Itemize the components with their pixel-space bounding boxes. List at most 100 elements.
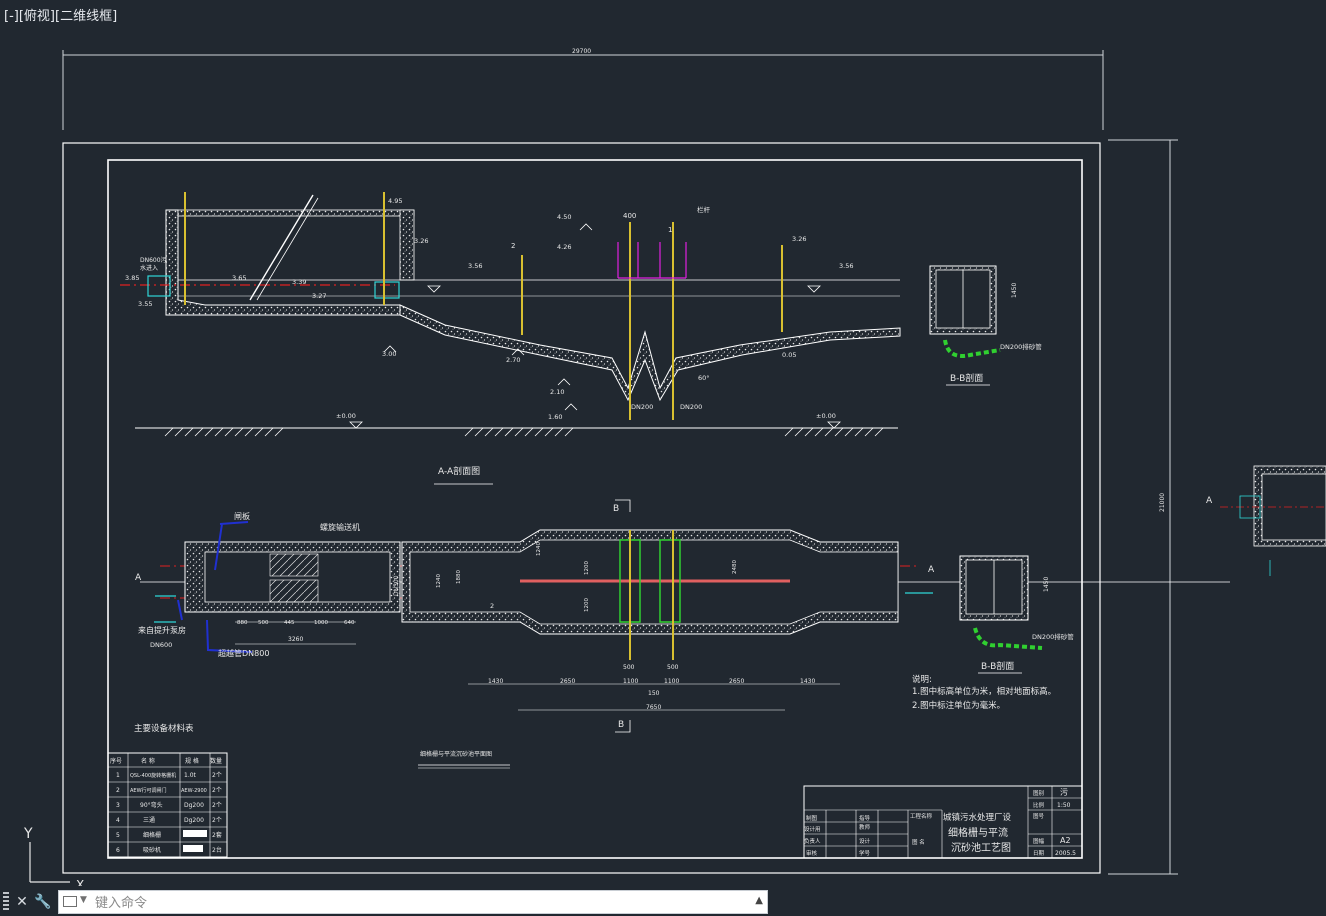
tb-sheet-val: A2	[1060, 836, 1071, 845]
tb-lbl-type: 图别	[1033, 789, 1044, 797]
visual-style[interactable]: [二维线框]	[55, 9, 118, 24]
viewport-menu[interactable]: [-]	[4, 9, 19, 24]
bb-lower-title: B-B剖面	[981, 660, 1014, 672]
view-cube-top[interactable]: [俯视]	[18, 9, 55, 24]
section-bb-lower[interactable]: DN200排砂管 1450 B-B剖面	[959, 555, 1074, 674]
label-dn300: DN300	[393, 575, 400, 596]
notes-heading: 说明:	[912, 674, 932, 685]
tb-lbl-scale: 比例	[1033, 801, 1045, 809]
sheet-border-inner	[107, 159, 1083, 859]
td-r1-spec: 1.0t	[184, 772, 197, 779]
tb-lbl-num: 学号	[859, 849, 871, 857]
command-line-bar[interactable]: ✕ 🔧 ▼ ▲	[0, 888, 1326, 916]
tb-drawing-title-1: 细格栅与平流	[948, 826, 1008, 839]
pipe-dn200-a: DN200	[631, 403, 653, 411]
overall-width-dim: 29700	[572, 48, 591, 55]
elevation-aa[interactable]: 3.85 3.55 3.65 3.39 3.27 4.95 3.26 3.56 …	[120, 192, 901, 485]
inlet-chamber-wall	[165, 209, 401, 316]
cad-drawing-canvas[interactable]: 29700 2 1000	[0, 0, 1326, 886]
dim-7650: 7650	[646, 704, 661, 711]
command-line-grip[interactable]	[3, 892, 9, 912]
post-label: 栏杆	[697, 205, 711, 214]
dim-1200-b: 1200	[584, 598, 590, 612]
equipment-table[interactable]: 主要设备材料表 序号 名 称 规 格 数量 1 QSL-400旋转格栅机 1.0…	[107, 723, 228, 858]
adjacent-section-mark: A	[1206, 496, 1213, 506]
right-wall	[399, 209, 415, 281]
level-4-50: 4.50	[557, 213, 571, 221]
ground-level-left: ±0.00	[336, 412, 356, 420]
overall-dimensions	[62, 50, 1178, 875]
td-r2-qty: 2个	[212, 787, 222, 794]
tb-lbl-review: 审核	[806, 849, 818, 857]
tb-drawing-title-2: 沉砂池工艺图	[951, 841, 1011, 854]
viewport-controls[interactable]: [-][俯视][二维线框]	[4, 5, 117, 24]
dim-880: 880	[237, 620, 248, 626]
command-input[interactable]	[93, 893, 737, 913]
slope-angle: 60°	[698, 374, 710, 382]
command-prompt-icon[interactable]	[63, 896, 77, 907]
equipment-table-title: 主要设备材料表	[134, 723, 194, 734]
dim-1240-a: 1240	[436, 574, 442, 588]
pipe-dn200-b: DN200	[680, 403, 702, 411]
tb-lbl-sheet: 图幅	[1033, 837, 1045, 845]
tb-scale-val: 1:50	[1057, 802, 1071, 809]
dim-1240-b: 1240	[536, 542, 542, 556]
td-r3-name: 90°弯头	[140, 801, 163, 809]
ucs-x-label: X	[76, 878, 84, 886]
td-r3-spec: Dg200	[184, 802, 204, 809]
section-mark-a-left: A	[135, 573, 142, 583]
inlet-label-1: DN600污	[140, 256, 167, 264]
dim-1430-left: 1430	[488, 678, 503, 685]
command-history-button[interactable]: ▲	[755, 895, 763, 906]
th-qty: 数量	[210, 757, 222, 765]
level-3-26a: 3.26	[414, 237, 428, 245]
td-r6-qty: 2台	[212, 846, 222, 854]
dim-400: 400	[623, 212, 636, 220]
dim-640: 640	[344, 620, 355, 626]
section-mark-b-top: B	[613, 504, 619, 514]
tb-lbl-designer: 设计用	[804, 825, 821, 833]
close-command-line-button[interactable]: ✕	[16, 894, 28, 910]
dim-1000: 1000	[314, 620, 328, 626]
dim-1100-right: 1100	[664, 678, 679, 685]
td-r4-no: 4	[116, 817, 120, 824]
marker-2: 2	[511, 242, 515, 250]
dim-150: 150	[648, 690, 660, 697]
notes-line-1: 1.图中标高单位为米，相对地面标高。	[912, 686, 1056, 697]
tb-lbl-draw: 制图	[806, 814, 818, 822]
label-conveyor: 螺旋输送机	[320, 522, 360, 532]
label-dn600: DN600	[150, 641, 172, 649]
level-2-70: 2.70	[506, 356, 520, 364]
td-r6-no: 6	[116, 847, 120, 854]
dim-2480: 2480	[732, 560, 738, 574]
marker-1: 1	[668, 226, 672, 234]
title-block[interactable]: 制图 设计用 负责人 审核 指导 教师 设计 学号 工程名称 图 名 城镇污水处…	[803, 785, 1083, 859]
section-bb-upper[interactable]: DN200排砂管 1450 B-B剖面	[929, 265, 1042, 386]
tb-lbl-proj: 工程名称	[910, 812, 933, 820]
chevron-down-icon[interactable]: ▼	[80, 895, 87, 905]
level-markers	[383, 223, 821, 411]
level-3-27: 3.27	[312, 292, 326, 300]
tb-lbl-teacher: 教师	[859, 823, 871, 831]
bb-lower-dim: 1450	[1043, 577, 1050, 592]
grit-channel-floor	[399, 304, 901, 402]
level-3-85: 3.85	[125, 274, 139, 282]
section-mark-a-right: A	[928, 565, 935, 575]
command-input-box[interactable]: ▼ ▲	[58, 890, 768, 914]
customize-icon[interactable]: 🔧	[34, 894, 52, 910]
td-r1-name: QSL-400旋转格栅机	[130, 772, 176, 779]
th-spec: 规 格	[185, 757, 199, 765]
level-3-00: 3.00	[382, 350, 396, 358]
level-4-95: 4.95	[388, 197, 402, 205]
td-r2-no: 2	[116, 787, 120, 794]
level-4-26: 4.26	[557, 243, 571, 251]
td-r5-name: 细格栅	[143, 831, 161, 839]
td-r5-no: 5	[116, 832, 120, 839]
ucs-icon	[29, 842, 70, 883]
plan-view[interactable]: 闸板 螺旋输送机 来自提升泵房 DN600 超越管DN800 DN300 A A…	[135, 499, 1230, 769]
inlet-label-2: 水进入	[140, 264, 158, 272]
bb-upper-dim: 1450	[1011, 283, 1018, 298]
level-3-65: 3.65	[232, 274, 246, 282]
td-r3-qty: 2个	[212, 802, 222, 809]
dim-2650-right: 2650	[729, 678, 744, 685]
